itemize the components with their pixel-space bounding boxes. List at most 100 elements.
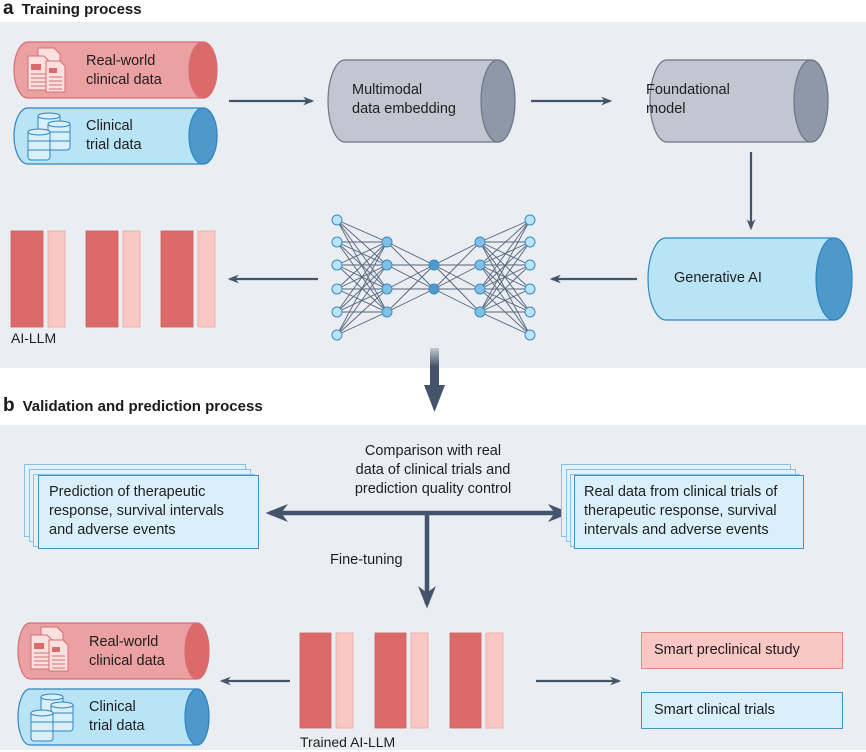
- network-node: [524, 214, 536, 226]
- network-edge: [433, 264, 481, 290]
- network-edge: [479, 311, 531, 336]
- network-node: [474, 236, 486, 248]
- network-edge: [386, 288, 435, 313]
- label-clinical-trial-b: Clinical trial data: [89, 698, 145, 736]
- label-comparison: Comparison with real data of clinical tr…: [320, 442, 546, 499]
- label-line: Clinical: [89, 699, 136, 715]
- label-ai-llm: AI-LLM: [11, 330, 57, 346]
- network-edge: [479, 264, 531, 336]
- network-edge: [479, 219, 531, 290]
- network-node: [381, 259, 393, 271]
- database-icon: [30, 693, 74, 742]
- llm-bar-dark: [449, 632, 482, 729]
- label-fine-tuning: Fine-tuning: [330, 552, 403, 568]
- panel-a-title: a Training process: [3, 0, 142, 20]
- label-line: data embedding: [352, 101, 456, 117]
- network-node: [524, 236, 536, 248]
- network-edge: [336, 241, 388, 266]
- label-generative: Generative AI: [674, 270, 762, 286]
- network-node: [381, 236, 393, 248]
- network-edge: [336, 219, 388, 290]
- llm-bar-light: [335, 632, 354, 729]
- network-edge: [336, 219, 388, 266]
- network-edge: [479, 288, 531, 313]
- network-edge: [433, 241, 481, 290]
- label-line: trial data: [86, 137, 142, 153]
- label-line: trial data: [89, 718, 145, 734]
- network-edge: [479, 219, 531, 243]
- llm-bar-light: [47, 230, 66, 328]
- label-line: model: [646, 101, 686, 117]
- document-icon: [30, 626, 69, 672]
- network-edge: [336, 241, 388, 336]
- network-edge: [386, 241, 435, 266]
- neural-network-icon: [331, 214, 536, 341]
- network-edge: [479, 219, 531, 266]
- network-edge: [386, 264, 435, 290]
- label-line: intervals and adverse events: [584, 522, 769, 538]
- label-line: Real-world: [89, 634, 159, 650]
- network-edge: [386, 264, 435, 313]
- ai-llm-icon: [10, 230, 216, 328]
- label-line: Real data from clinical trials of: [584, 484, 778, 500]
- network-edge: [433, 288, 481, 313]
- label-line: Prediction of therapeutic: [49, 484, 206, 500]
- network-node: [474, 306, 486, 318]
- network-edge: [336, 311, 388, 336]
- network-node: [524, 259, 536, 271]
- label-clinical-trial-a: Clinical trial data: [86, 117, 142, 155]
- network-node: [331, 329, 343, 341]
- network-node: [331, 236, 343, 248]
- cylinder-generative: [647, 237, 853, 321]
- network-edge: [336, 288, 388, 336]
- database-icon: [27, 112, 71, 161]
- llm-bar-dark: [374, 632, 407, 729]
- real-data-card: Real data from clinical trials of therap…: [574, 475, 804, 549]
- label-foundational: Foundational model: [646, 81, 730, 119]
- llm-bar-light: [410, 632, 429, 729]
- llm-bar-light: [122, 230, 141, 328]
- label-line: Foundational: [646, 82, 730, 98]
- network-node: [524, 329, 536, 341]
- arrow-training-to-validation: [424, 348, 445, 412]
- llm-bar-light: [197, 230, 216, 328]
- llm-bar-dark: [299, 632, 332, 729]
- smart-preclinical-box: Smart preclinical study: [641, 632, 843, 669]
- label-line: prediction quality control: [354, 481, 512, 497]
- network-edge: [479, 241, 531, 313]
- panel-a-letter: a: [3, 0, 14, 19]
- prediction-card: Prediction of therapeutic response, surv…: [38, 475, 259, 549]
- trained-ai-llm-icon: [299, 632, 504, 729]
- label-line: data of clinical trials and: [355, 462, 511, 478]
- network-node: [381, 283, 393, 295]
- label-trained-ai-llm: Trained AI-LLM: [300, 734, 396, 750]
- network-edge: [336, 241, 388, 290]
- smart-clinical-box: Smart clinical trials: [641, 692, 843, 729]
- network-node: [428, 259, 440, 271]
- network-node: [331, 259, 343, 271]
- label-line: response, survival intervals: [49, 503, 224, 519]
- network-node: [428, 283, 440, 295]
- network-edge: [336, 241, 388, 313]
- label-line: Multimodal: [352, 82, 423, 98]
- llm-bar-light: [485, 632, 504, 729]
- network-edge: [479, 241, 531, 266]
- network-node: [474, 283, 486, 295]
- network-node: [524, 283, 536, 295]
- network-node: [331, 283, 343, 295]
- label-line: clinical data: [86, 72, 162, 88]
- label-line: therapeutic response, survival: [584, 503, 777, 519]
- label-line: clinical data: [89, 653, 165, 669]
- network-node: [474, 259, 486, 271]
- network-edge: [386, 241, 435, 290]
- network-edge: [479, 264, 531, 313]
- label-line: Real-world: [86, 53, 156, 69]
- network-node: [381, 306, 393, 318]
- label-embedding: Multimodal data embedding: [352, 81, 456, 119]
- cylinder-foundational: [649, 59, 829, 143]
- network-node: [331, 214, 343, 226]
- panel-b-heading: Validation and prediction process: [22, 398, 263, 415]
- panel-a-heading: Training process: [21, 1, 142, 18]
